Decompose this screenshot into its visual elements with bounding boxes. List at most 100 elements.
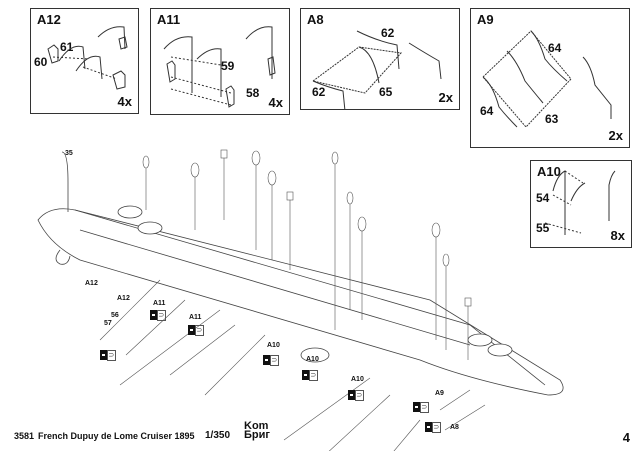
deck-edge <box>74 209 546 386</box>
ventilator-cowl <box>286 191 294 201</box>
subassembly-a11: A11 59 58 4x <box>150 8 290 115</box>
ventilator-cowl <box>431 222 441 238</box>
brand-logo: Kom Бриг <box>244 420 270 441</box>
part-54-stanchion <box>552 170 566 235</box>
leader-line <box>169 324 236 376</box>
ventilator-cowl <box>220 149 228 159</box>
part-number: 64 <box>480 104 494 118</box>
callout-a10: A10 <box>267 342 280 349</box>
page-number: 4 <box>622 430 630 445</box>
position-marker: ⊃ <box>348 390 364 401</box>
leader-line <box>283 377 371 441</box>
part-60-bracket <box>47 44 59 64</box>
subassembly-title: A11 <box>157 12 181 27</box>
part-number: 62 <box>312 85 326 99</box>
leader-line <box>328 394 391 451</box>
subassembly-a9: A9 64 64 63 2x <box>470 8 630 148</box>
position-marker: ⊃ <box>302 370 318 381</box>
subassembly-a8: A8 62 62 65 2x <box>300 8 460 110</box>
position-marker: ⊃ <box>188 325 204 336</box>
part-number: 63 <box>545 112 559 126</box>
callout-a12: A12 <box>85 280 98 287</box>
part-number: 65 <box>379 85 393 99</box>
part-58-base <box>225 85 235 108</box>
ventilator-cowl <box>346 191 354 205</box>
part-label-56: 56 <box>111 312 119 319</box>
quantity-label: 4x <box>268 95 283 110</box>
part-62-frame <box>356 30 400 70</box>
part-number: 64 <box>548 41 562 55</box>
product-code: 3581 <box>14 431 35 441</box>
leader-line <box>204 334 266 396</box>
product-title: French Dupuy de Lome Cruiser 1895 <box>38 431 195 441</box>
deck-edge <box>79 229 471 346</box>
ventilator-cowl <box>464 297 472 307</box>
quantity-label: 2x <box>438 90 453 105</box>
callout-a9: A9 <box>435 390 444 397</box>
ventilator-cowl <box>442 253 450 267</box>
part-label-35: 35 <box>65 150 73 157</box>
part-64-frame <box>530 30 568 82</box>
leader-line <box>125 299 186 356</box>
leader-line <box>119 309 221 386</box>
ventilator-cowl <box>190 162 200 178</box>
part-number: 58 <box>246 86 260 100</box>
turret <box>467 333 493 347</box>
bow-ram <box>55 249 71 265</box>
leader-line <box>99 279 161 341</box>
quantity-label: 2x <box>608 128 623 143</box>
callout-a10: A10 <box>351 376 364 383</box>
part-number: 61 <box>60 40 74 54</box>
part-drawing <box>544 170 616 235</box>
assembled-a11 <box>245 26 273 79</box>
callout-a10: A10 <box>306 356 319 363</box>
ventilator-cowl <box>142 155 150 169</box>
leader-line <box>393 419 421 451</box>
part-35-mast <box>61 151 69 212</box>
position-marker: ⊃ <box>425 422 441 433</box>
position-marker: ⊃ <box>100 350 116 361</box>
ventilator-cowl <box>251 150 261 166</box>
part-drawing <box>311 30 442 109</box>
ventilator-cowl <box>357 216 367 232</box>
part-63-frame <box>506 50 544 104</box>
subassembly-a12: A12 61 60 4x <box>30 8 139 114</box>
part-64-frame <box>482 76 518 128</box>
part-61-arch <box>75 55 103 80</box>
part-drawing <box>163 26 276 108</box>
assembled-a8 <box>408 42 442 80</box>
part-62-frame <box>312 80 346 109</box>
position-marker: ⊃ <box>413 402 429 413</box>
part-59-davit <box>163 36 193 93</box>
turret <box>137 221 163 235</box>
turret <box>300 347 330 363</box>
callout-a8: A8 <box>450 424 459 431</box>
scale-label: 1/350 <box>205 430 231 441</box>
subassembly-title: A9 <box>477 12 494 27</box>
subassembly-a10: A10 54 55 8x <box>530 160 632 248</box>
part-number: 59 <box>221 59 235 73</box>
assembled-a10 <box>608 170 616 221</box>
part-drawing <box>47 26 128 90</box>
ventilator-cowl <box>267 170 277 186</box>
position-marker: ⊃ <box>150 310 166 321</box>
part-label-57: 57 <box>104 320 112 327</box>
assembled-a9 <box>582 56 612 119</box>
leader-line <box>439 389 471 411</box>
part-65-frame <box>358 46 380 84</box>
quantity-label: 4x <box>117 94 132 109</box>
subassembly-title: A10 <box>537 164 561 179</box>
part-58-base <box>166 60 176 83</box>
part-drawing <box>482 30 612 128</box>
part-number: 54 <box>536 191 550 205</box>
callout-a11: A11 <box>189 314 202 321</box>
part-number: 62 <box>381 26 395 40</box>
part-59-davit <box>196 48 222 97</box>
subassembly-title: A12 <box>37 12 61 27</box>
assembled-a12 <box>97 26 126 50</box>
subassembly-title: A8 <box>307 12 324 27</box>
ventilator-cowl <box>331 151 339 165</box>
turret <box>487 343 513 357</box>
part-number: 60 <box>34 55 48 69</box>
